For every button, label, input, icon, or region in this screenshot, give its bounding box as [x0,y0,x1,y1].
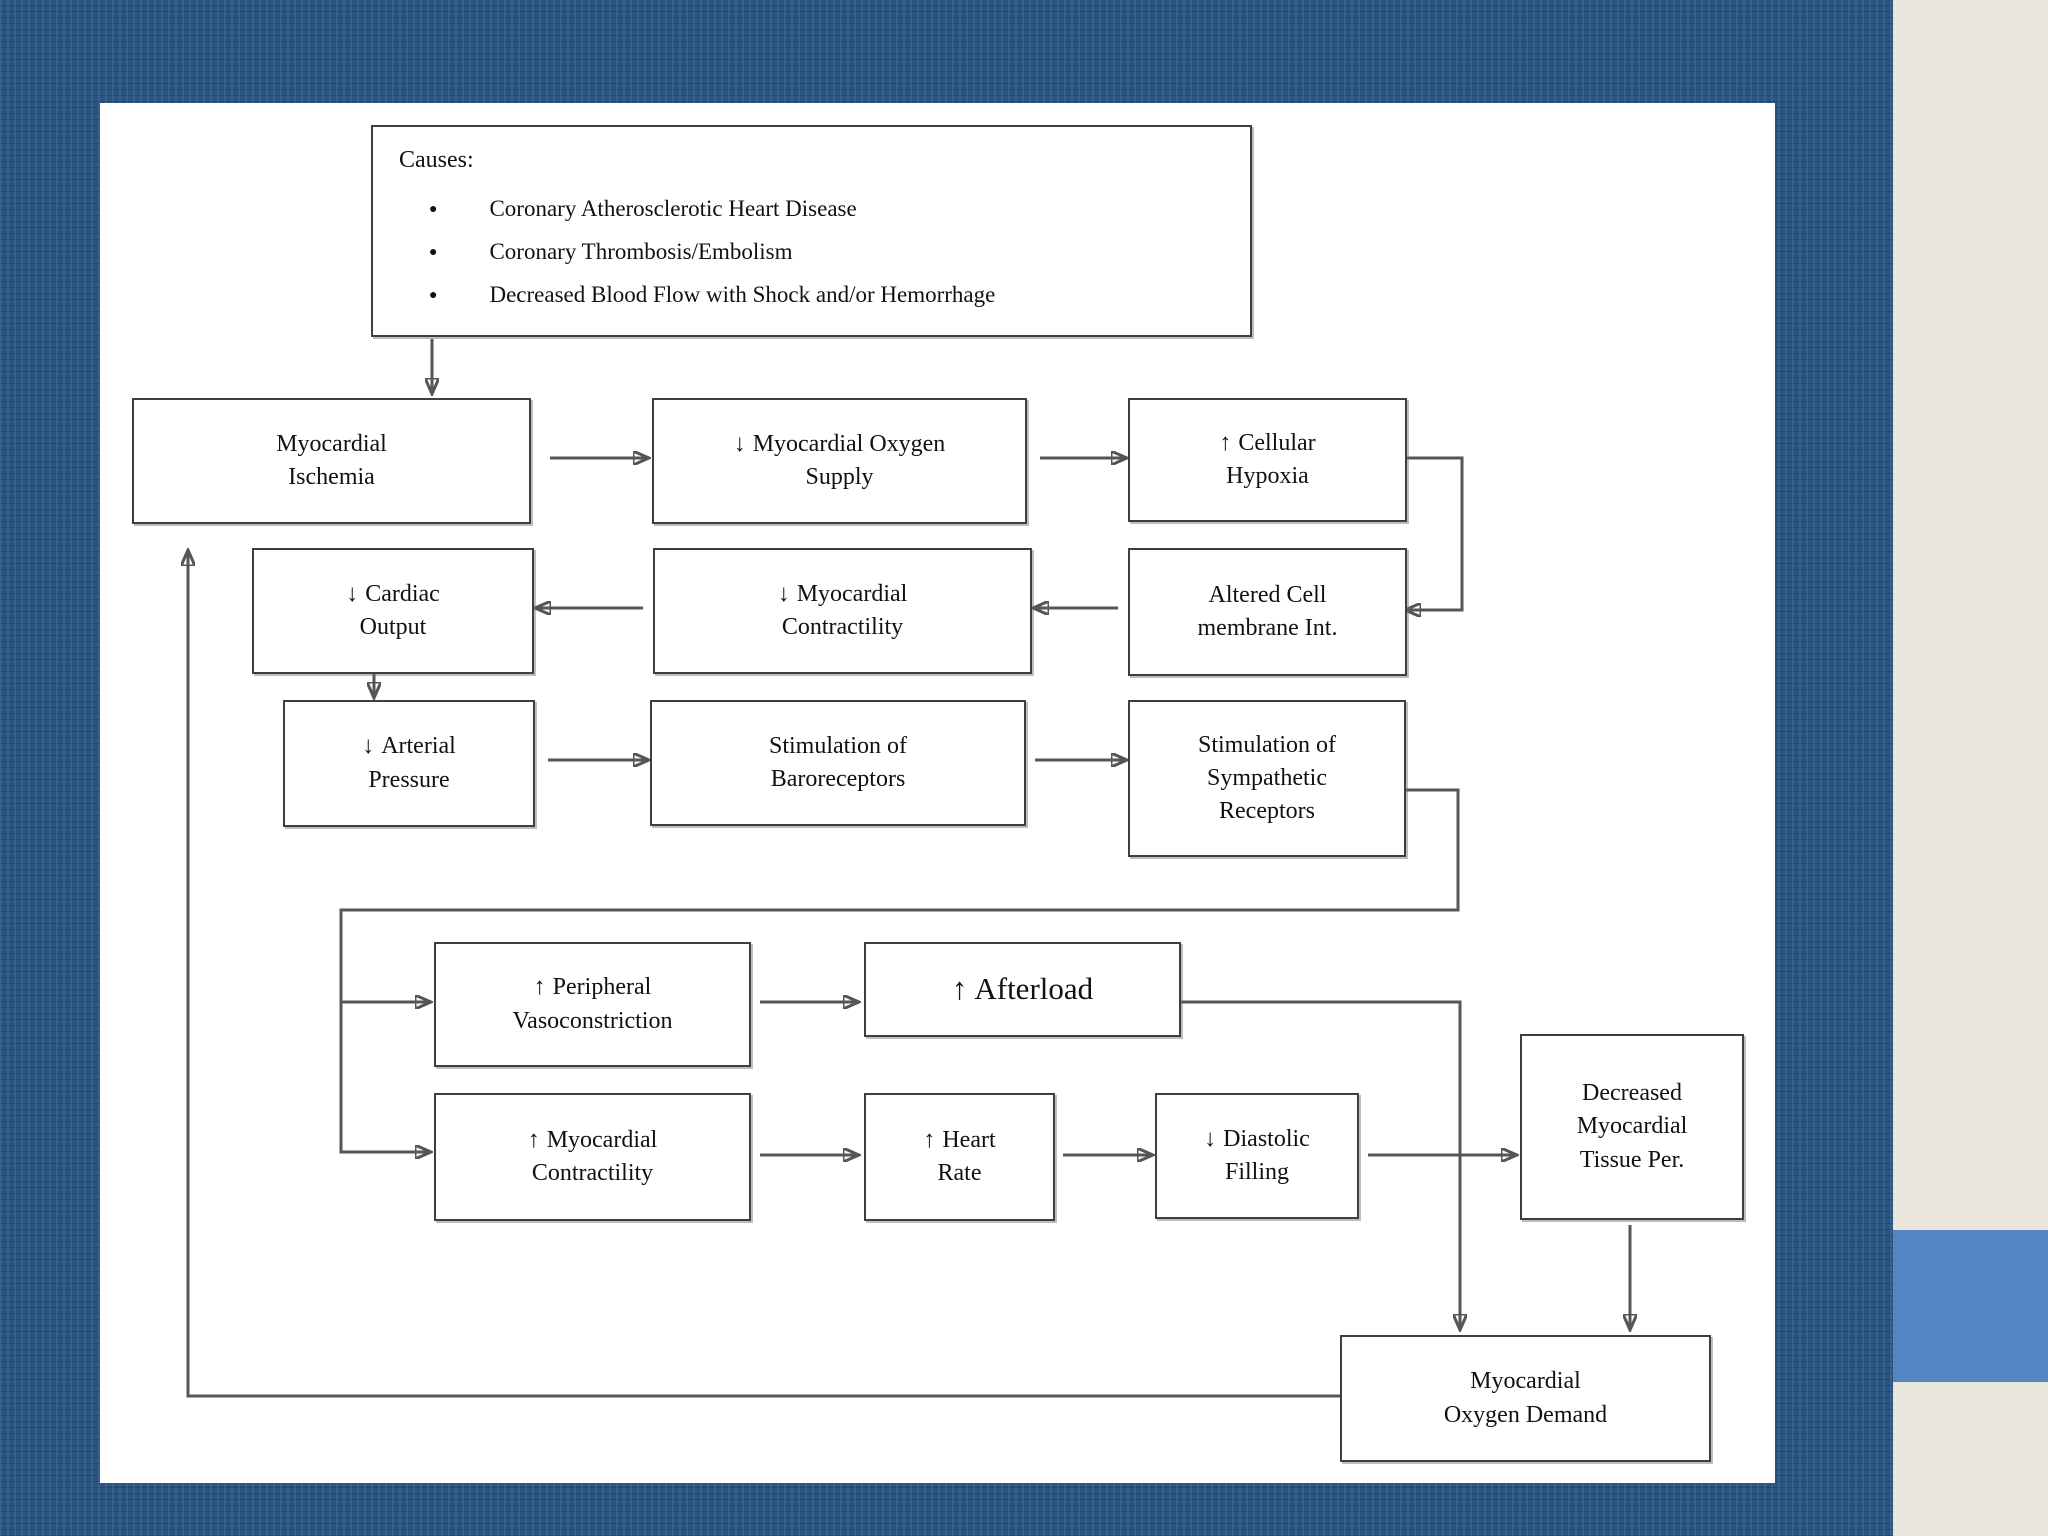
node-label: Heart Rate [937,1126,996,1186]
connector-hypoxia-to-altered-cell [1403,456,1464,610]
node-label: Decreased Myocardial Tissue Per. [1576,1080,1688,1173]
up-arrow-glyph: ↑ [923,1126,936,1153]
bullet-icon: ● [429,202,438,217]
node-stimulation-baroreceptors: Stimulation of Baroreceptors [650,700,1026,826]
down-arrow-glyph: ↓ [777,580,790,607]
accent-band [1893,1230,2048,1382]
node-cellular-hypoxia: ↑Cellular Hypoxia [1128,398,1407,522]
down-arrow-glyph: ↓ [362,733,375,760]
node-stimulation-sympathetic-receptors: Stimulation of Sympathetic Receptors [1128,700,1406,857]
node-label: Stimulation of Sympathetic Receptors [1198,731,1336,825]
node-arterial-pressure: ↓Arterial Pressure [283,700,535,827]
node-label: Peripheral Vasoconstriction [512,974,673,1034]
node-label: Myocardial Oxygen Supply [752,430,946,490]
node-label: Altered Cell membrane Int. [1197,581,1338,641]
node-myocardial-contractility-up: ↑Myocardial Contractility [434,1093,751,1221]
cause-text: Coronary Thrombosis/Embolism [489,239,793,264]
node-label: Stimulation of Baroreceptors [769,732,907,792]
node-label: Arterial Pressure [368,733,456,793]
node-afterload: ↑Afterload [864,942,1181,1037]
node-label: Myocardial Ischemia [276,430,387,490]
down-arrow-glyph: ↓ [1204,1125,1217,1152]
node-label: Cardiac Output [359,580,440,640]
node-heart-rate: ↑Heart Rate [864,1093,1055,1221]
down-arrow-glyph: ↓ [346,580,359,607]
down-arrow-glyph: ↓ [733,430,746,457]
causes-box: Causes: ● Coronary Atherosclerotic Heart… [371,125,1252,337]
up-arrow-glyph: ↑ [951,971,968,1007]
node-label: Myocardial Contractility [781,580,908,640]
node-label: Diastolic Filling [1223,1125,1310,1185]
node-label: Myocardial Contractility [531,1126,658,1186]
cause-text: Coronary Atherosclerotic Heart Disease [489,196,857,221]
up-arrow-glyph: ↑ [1219,429,1232,456]
list-item: ● Coronary Thrombosis/Embolism [429,239,793,265]
node-myocardial-ischemia: Myocardial Ischemia [132,398,531,524]
up-arrow-glyph: ↑ [533,974,546,1001]
list-item: ● Coronary Atherosclerotic Heart Disease [429,196,857,222]
node-diastolic-filling: ↓Diastolic Filling [1155,1093,1359,1219]
node-cardiac-output: ↓Cardiac Output [252,548,534,674]
causes-title: Causes: [399,147,474,173]
list-item: ● Decreased Blood Flow with Shock and/or… [429,282,995,308]
bullet-icon: ● [429,288,438,303]
node-label: Afterload [974,971,1094,1007]
node-label: Myocardial Oxygen Demand [1443,1368,1608,1428]
node-myocardial-oxygen-supply: ↓Myocardial Oxygen Supply [652,398,1027,524]
node-myocardial-oxygen-demand: Myocardial Oxygen Demand [1340,1335,1711,1462]
node-label: Cellular Hypoxia [1226,429,1316,489]
node-altered-cell-membrane: Altered Cell membrane Int. [1128,548,1407,676]
up-arrow-glyph: ↑ [527,1126,540,1153]
node-decreased-myocardial-tissue-perfusion: Decreased Myocardial Tissue Per. [1520,1034,1744,1220]
node-myocardial-contractility-down: ↓Myocardial Contractility [653,548,1032,674]
diagram-panel: Causes: ● Coronary Atherosclerotic Heart… [100,103,1775,1483]
node-peripheral-vasoconstriction: ↑Peripheral Vasoconstriction [434,942,751,1067]
bullet-icon: ● [429,245,438,260]
cause-text: Decreased Blood Flow with Shock and/or H… [489,282,996,307]
